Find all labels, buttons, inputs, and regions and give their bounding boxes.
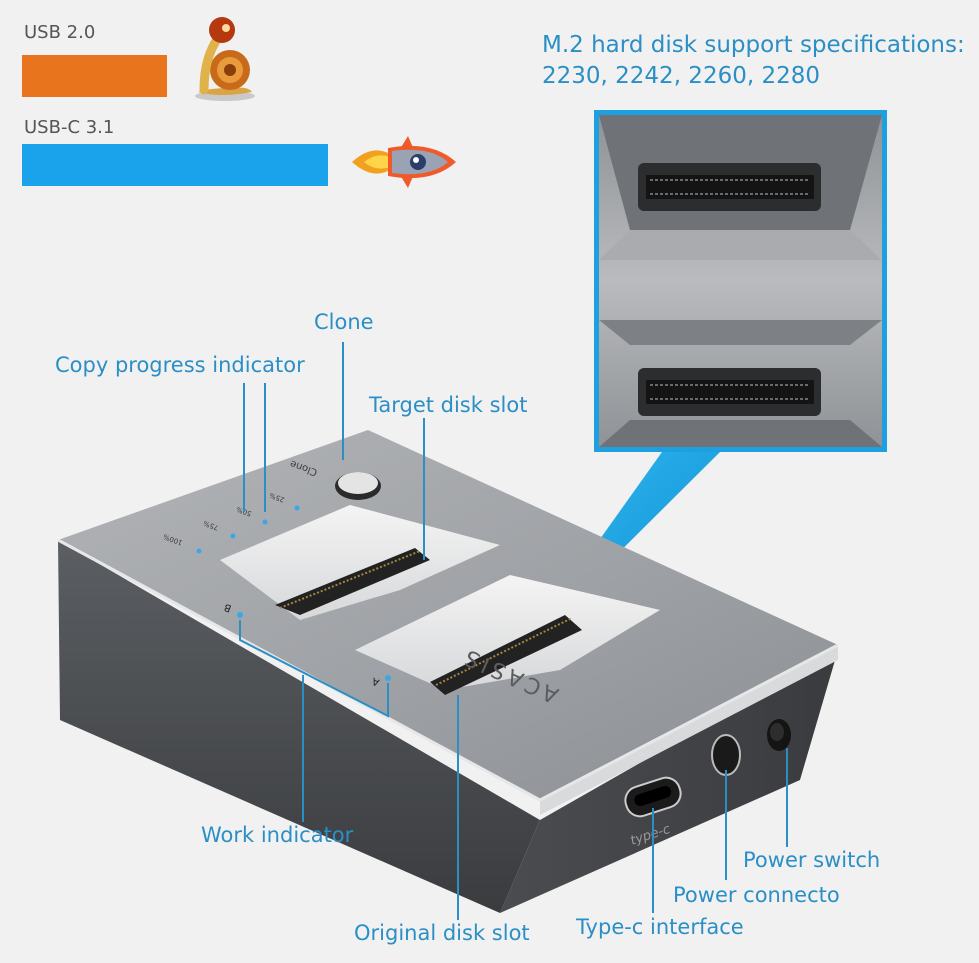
spec-line-2: 2230, 2242, 2260, 2280: [542, 63, 820, 89]
usbc-speed-bar: [22, 144, 328, 186]
callout-power-connector: Power connecto: [673, 883, 840, 907]
device-body: [57, 430, 839, 913]
callout-typec: Type-c interface: [576, 915, 744, 939]
callout-target-slot: Target disk slot: [369, 393, 528, 417]
snail-icon: [195, 17, 255, 101]
spec-text: M.2 hard disk support specifications: 22…: [542, 30, 965, 92]
rocket-icon: [352, 136, 456, 188]
callout-lines: [239, 342, 788, 920]
usb2-speed-bar: [22, 55, 167, 97]
callout-power-switch: Power switch: [743, 848, 881, 872]
callout-work-indicator: Work indicator: [201, 823, 354, 847]
callout-original-slot: Original disk slot: [354, 921, 530, 945]
callout-copy-progress: Copy progress indicator: [55, 353, 305, 377]
usb2-label: USB 2.0: [24, 22, 96, 43]
usbc-label: USB-C 3.1: [24, 117, 115, 138]
callout-clone: Clone: [314, 310, 374, 334]
zoom-inset: [594, 110, 887, 452]
spec-line-1: M.2 hard disk support specifications:: [542, 32, 965, 58]
slot-a-letter: A: [371, 675, 381, 688]
slot-b-letter: B: [223, 601, 233, 614]
